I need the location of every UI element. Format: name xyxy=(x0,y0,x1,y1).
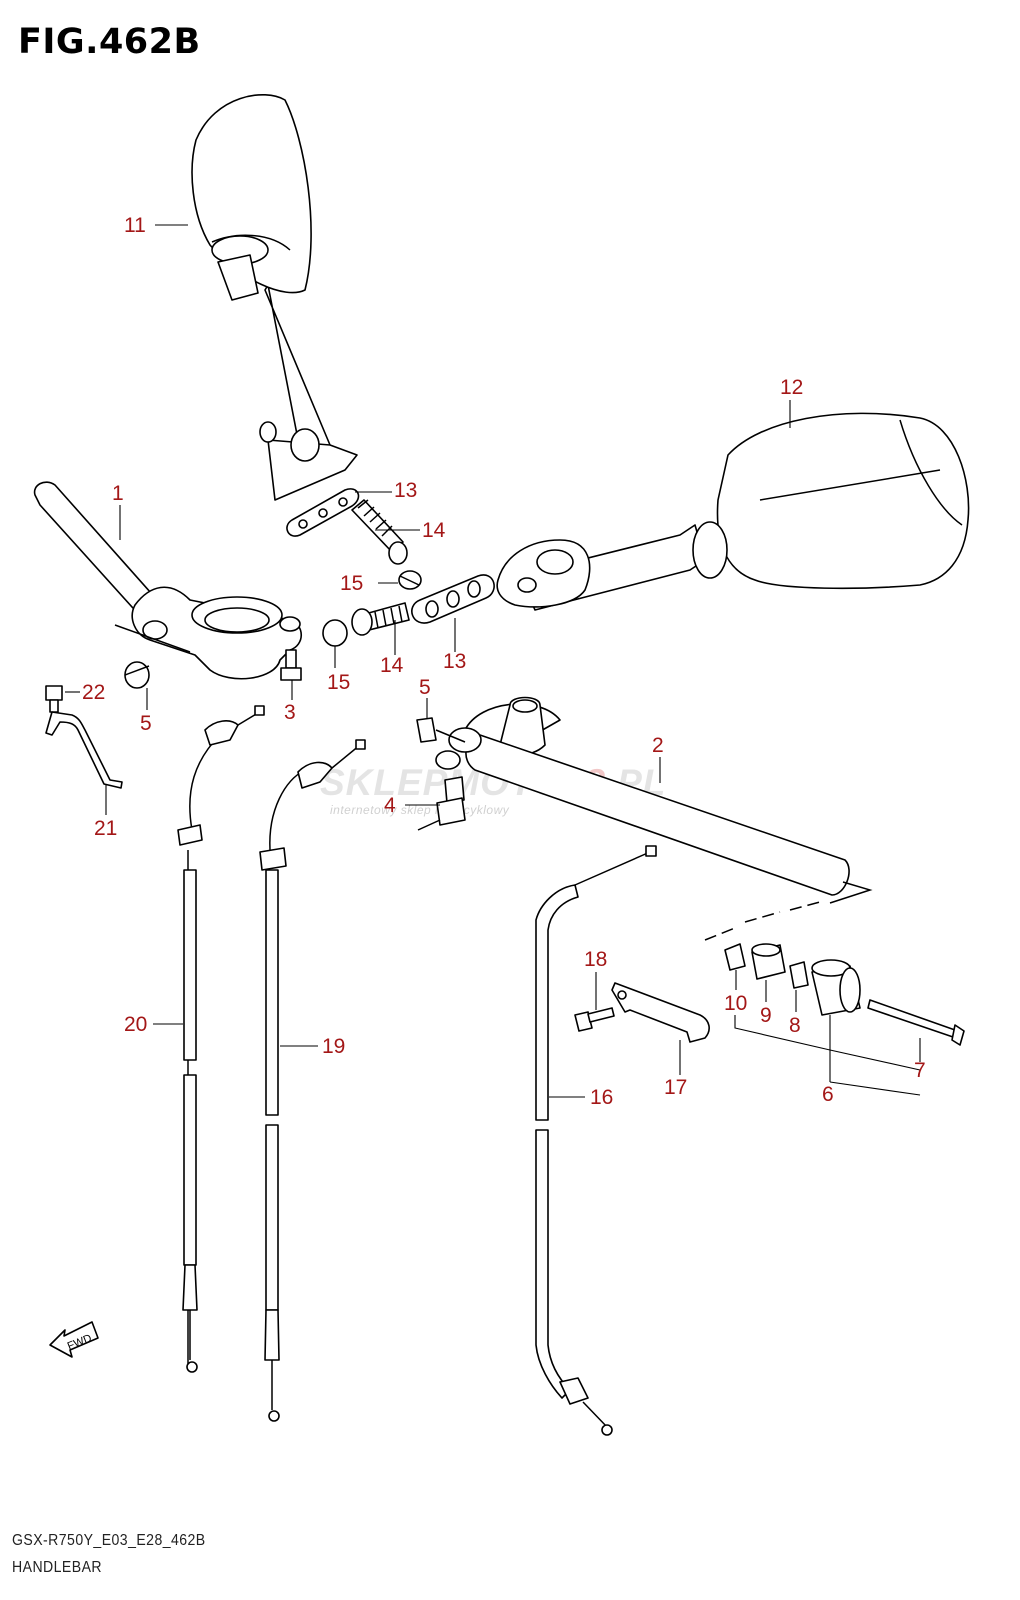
fwd-arrow-icon: FWD xyxy=(49,1321,99,1358)
callout-13-upper: 13 xyxy=(394,479,417,502)
callout-17: 17 xyxy=(664,1076,687,1099)
part-1-left-handlebar[interactable] xyxy=(33,481,303,680)
part-9-spacer[interactable] xyxy=(751,943,786,980)
callout-5-right: 5 xyxy=(419,676,431,699)
part-15-upper-cap[interactable] xyxy=(398,570,422,590)
callout-10: 10 xyxy=(724,992,747,1015)
part-22-bolt[interactable] xyxy=(45,685,63,713)
callout-6: 6 xyxy=(822,1083,834,1106)
part-19-throttle-cable[interactable] xyxy=(259,739,366,1422)
callout-5-left: 5 xyxy=(140,712,152,735)
callout-4: 4 xyxy=(384,794,396,817)
callout-21: 21 xyxy=(94,817,117,840)
callout-14-upper: 14 xyxy=(422,519,446,542)
part-13-lower-plate[interactable] xyxy=(411,574,495,624)
callout-2: 2 xyxy=(652,734,664,757)
callout-3: 3 xyxy=(284,701,296,724)
part-15-lower-cap[interactable] xyxy=(322,619,348,647)
callout-1: 1 xyxy=(112,482,124,505)
part-14-lower-bolt[interactable] xyxy=(351,602,410,636)
callout-14-lower: 14 xyxy=(380,654,404,677)
part-20-throttle-cable[interactable] xyxy=(177,705,265,1373)
part-21-bracket[interactable] xyxy=(45,711,123,789)
part-18-bolt[interactable] xyxy=(574,1007,615,1032)
callout-11: 11 xyxy=(124,214,146,237)
part-2-right-handlebar[interactable] xyxy=(435,696,873,904)
part-13-upper-plate[interactable] xyxy=(286,488,360,537)
part-5-right-cap[interactable] xyxy=(416,717,466,743)
callout-15-lower: 15 xyxy=(327,671,350,694)
part-5-left-plug[interactable] xyxy=(124,661,150,689)
leader-lines xyxy=(65,224,921,1098)
callout-8: 8 xyxy=(789,1014,801,1037)
part-14-upper-bolt[interactable] xyxy=(351,499,408,565)
part-12-right-mirror[interactable] xyxy=(496,412,970,611)
callout-16: 16 xyxy=(590,1086,613,1109)
callout-22: 22 xyxy=(82,681,105,704)
callout-9: 9 xyxy=(760,1004,772,1027)
diagram-caption: HANDLEBAR xyxy=(12,1559,103,1576)
callout-13-lower: 13 xyxy=(443,650,466,673)
callout-7: 7 xyxy=(914,1059,926,1082)
figure-title: FIG.462B xyxy=(18,22,201,62)
part-8-washer[interactable] xyxy=(789,961,809,989)
callout-labels: 11 1 12 13 14 15 14 13 15 5 3 5 2 4 22 2… xyxy=(82,214,926,1109)
part-16-clutch-cable[interactable] xyxy=(535,845,657,1436)
part-3-bolt[interactable] xyxy=(280,649,302,681)
part-6-bar-end-weight[interactable] xyxy=(811,959,861,1016)
callout-20: 20 xyxy=(124,1013,147,1036)
part-4-bolt[interactable] xyxy=(417,776,466,831)
part-10-collar[interactable] xyxy=(724,943,746,971)
part-17-cable-bracket[interactable] xyxy=(611,982,710,1043)
part-7-screw[interactable] xyxy=(867,999,965,1046)
callout-18: 18 xyxy=(584,948,607,971)
model-code: GSX-R750Y_E03_E28_462B xyxy=(12,1532,206,1549)
callout-12: 12 xyxy=(780,376,803,399)
callout-19: 19 xyxy=(322,1035,345,1058)
part-11-left-mirror[interactable] xyxy=(191,94,358,501)
callout-15-upper: 15 xyxy=(340,572,363,595)
